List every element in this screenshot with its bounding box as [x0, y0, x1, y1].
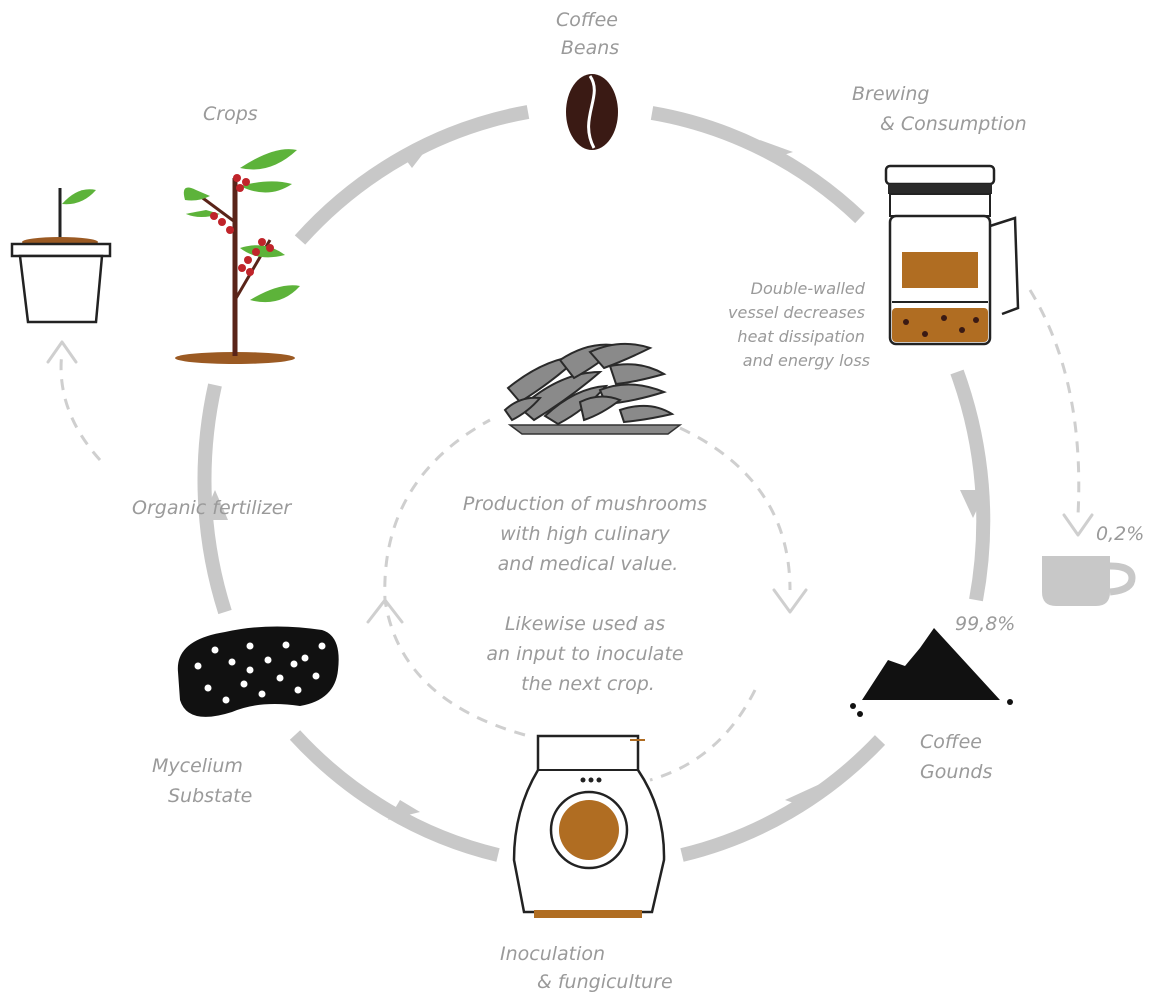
dashed-head-inner-left [366, 598, 404, 624]
arc-substrate-to-crops [197, 383, 232, 615]
coffee-grounds-pile-icon [850, 628, 1013, 717]
dashed-fertilizer-to-pot [59, 351, 102, 462]
label-inoculation: Inoculation & fungiculture [500, 943, 673, 993]
mycelium-block-icon [177, 626, 339, 717]
label-mushroom-production: Production of mushrooms with high culina… [463, 493, 713, 575]
arc-inoculation-to-substrate [289, 730, 500, 862]
arc-crops-to-beans [294, 105, 530, 245]
arc-brewing-to-grounds [950, 369, 991, 602]
dashed-brewing-to-cup [1028, 289, 1081, 516]
coffee-cup-icon [1042, 556, 1136, 606]
arc-beans-to-brewing [650, 106, 865, 224]
dashed-inner-loop-bottom [649, 689, 757, 782]
label-coffee-grounds: Coffee Gounds [920, 731, 992, 783]
dashed-head-pot [46, 340, 78, 364]
arrowhead-grounds-to-inoculation [785, 784, 820, 808]
dashed-inner-loop-right [679, 426, 792, 591]
label-inoculate-next-crop: Likewise used as an input to inoculate t… [486, 613, 689, 695]
label-vessel-note: Double-walled vessel decreases heat diss… [728, 279, 870, 370]
arrowhead-crops-to-beans [400, 142, 432, 168]
coffee-bean-icon [566, 74, 618, 150]
label-pct-grounds: 99,8% [955, 613, 1015, 635]
dashed-head-inner-right [772, 588, 808, 614]
arrowhead-inoculation-to-substrate [388, 800, 420, 820]
dashed-inner-loop-left [383, 418, 526, 737]
coffee-plant-icon [175, 149, 300, 364]
arc-grounds-to-inoculation [680, 735, 886, 862]
label-crops: Crops [203, 103, 258, 125]
incubator-machine-icon [512, 734, 666, 918]
coffee-press-icon [884, 164, 1020, 346]
dashed-arrows [46, 289, 1094, 782]
arrowhead-substrate-to-crops [202, 490, 228, 520]
label-pct-cup: 0,2% [1096, 523, 1144, 545]
main-cycle-arrows [197, 105, 991, 862]
arrowhead-brewing-to-grounds [960, 490, 986, 518]
label-coffee-beans: Coffee Beans [556, 9, 624, 59]
oyster-mushrooms-icon [503, 342, 683, 435]
seedling-pot-icon [10, 188, 112, 324]
dashed-head-cup [1062, 513, 1094, 537]
label-brewing: Brewing & Consumption [852, 83, 1027, 135]
label-organic-fertilizer: Organic fertilizer [132, 497, 292, 519]
label-mycelium: Mycelium Substate [152, 755, 252, 807]
arrowhead-beans-to-brewing [760, 140, 793, 160]
